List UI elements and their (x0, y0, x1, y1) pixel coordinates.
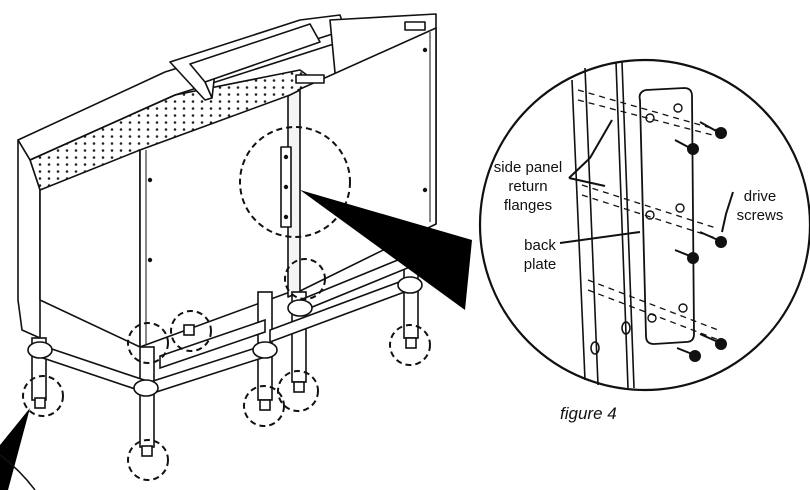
side-panel-line2: return (478, 177, 578, 196)
back-plate-label: back plate (515, 236, 565, 274)
detail-zoom-view (480, 60, 810, 390)
side-panel-line1: side panel (478, 158, 578, 177)
figure-caption: figure 4 (560, 404, 617, 424)
back-plate-line1: back (515, 236, 565, 255)
back-plate-line2: plate (515, 255, 565, 274)
drive-screws-label: drive screws (730, 187, 790, 225)
side-panel-line3: flanges (478, 196, 578, 215)
side-panel-label: side panel return flanges (478, 158, 578, 215)
drive-line1: drive (730, 187, 790, 206)
drive-line2: screws (730, 206, 790, 225)
